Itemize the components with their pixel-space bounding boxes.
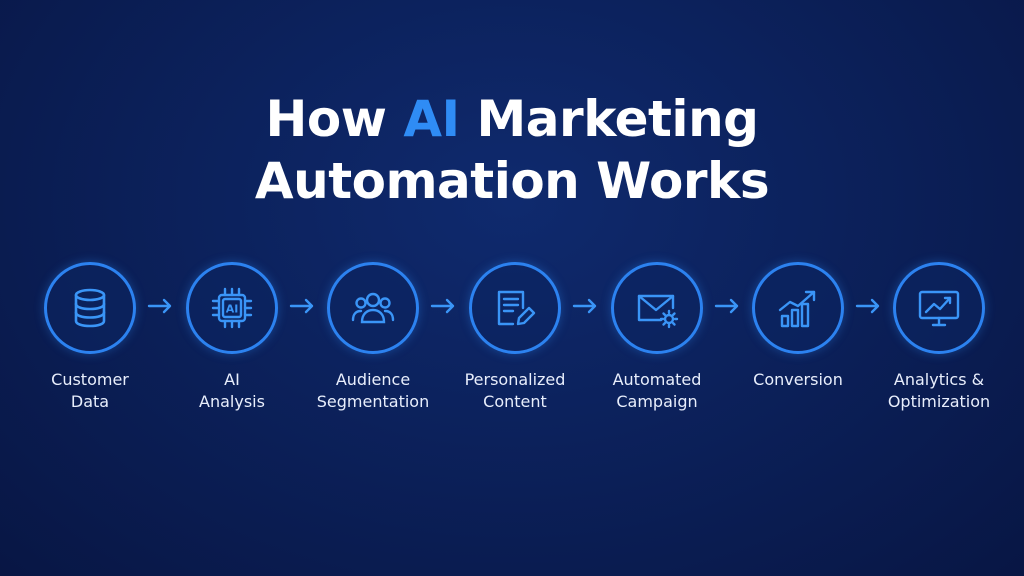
step-label-line-1: Personalized bbox=[464, 370, 566, 389]
arrow-icon bbox=[429, 296, 457, 316]
step-label-line-2: Analysis bbox=[199, 392, 265, 411]
step-label-line-1: Conversion bbox=[753, 370, 843, 389]
step-label-line-2: Content bbox=[483, 392, 547, 411]
document-edit-icon bbox=[497, 290, 536, 326]
page-title: How AI Marketing Automation Works bbox=[0, 88, 1024, 212]
step-circle bbox=[469, 262, 561, 354]
step-label: Conversion bbox=[723, 369, 873, 391]
title-line-1: How AI Marketing bbox=[0, 88, 1024, 150]
step-label: Analytics & Optimization bbox=[864, 369, 1014, 413]
step-label: AI Analysis bbox=[157, 369, 307, 413]
title-line-2: Automation Works bbox=[254, 152, 770, 210]
step-label: Customer Data bbox=[15, 369, 165, 413]
step-circle bbox=[752, 262, 844, 354]
step-label-line-2: Segmentation bbox=[316, 392, 430, 411]
arrow-icon bbox=[288, 296, 316, 316]
step-circle bbox=[44, 262, 136, 354]
monitor-chart-icon bbox=[918, 290, 960, 327]
arrow-icon bbox=[571, 296, 599, 316]
step-circle bbox=[893, 262, 985, 354]
chip-label: AI bbox=[226, 303, 239, 316]
envelope-gear-icon bbox=[637, 294, 679, 329]
step-circle bbox=[327, 262, 419, 354]
arrow-icon bbox=[146, 296, 174, 316]
people-group-icon bbox=[351, 292, 395, 324]
step-label: Automated Campaign bbox=[582, 369, 732, 413]
title-accent-ai: AI bbox=[403, 90, 460, 148]
arrow-icon bbox=[854, 296, 882, 316]
step-circle bbox=[611, 262, 703, 354]
growth-chart-icon bbox=[778, 290, 816, 328]
title-text-marketing: Marketing bbox=[459, 90, 759, 148]
step-circle: AI bbox=[186, 262, 278, 354]
arrow-icon bbox=[713, 296, 741, 316]
step-label: Audience Segmentation bbox=[298, 369, 448, 413]
step-label-line-1: Customer bbox=[51, 370, 129, 389]
step-label-line-2: Campaign bbox=[616, 392, 698, 411]
ai-chip-icon: AI bbox=[211, 287, 253, 329]
step-label-line-1: Automated bbox=[612, 370, 702, 389]
database-icon bbox=[74, 288, 106, 328]
step-label-line-2: Data bbox=[70, 392, 110, 411]
title-text-how: How bbox=[265, 90, 404, 148]
step-label: Personalized Content bbox=[440, 369, 590, 413]
step-label-line-2: Optimization bbox=[887, 392, 991, 411]
step-label-line-1: Analytics & bbox=[893, 370, 985, 389]
step-label-line-1: AI bbox=[224, 370, 240, 389]
step-label-line-1: Audience bbox=[335, 370, 411, 389]
